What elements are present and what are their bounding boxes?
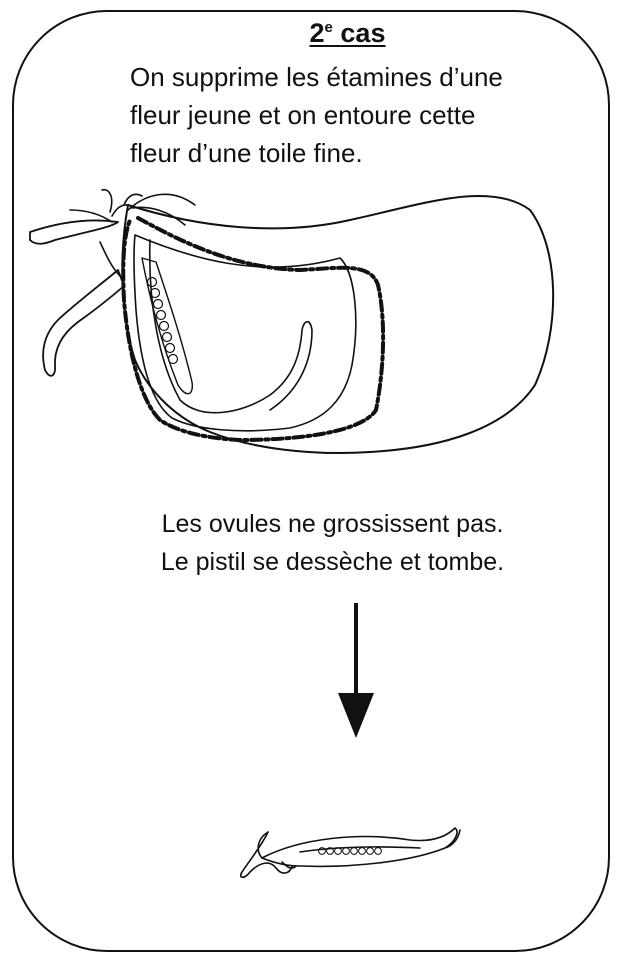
withered-pistil-drawing bbox=[241, 828, 460, 877]
withered-pistil-inner bbox=[300, 847, 420, 852]
sepal-left bbox=[30, 220, 118, 243]
result-line-1: Les ovules ne grossissent pas. bbox=[42, 505, 623, 543]
dashed-enclosure-line bbox=[123, 218, 383, 440]
cloth-bag-outline bbox=[122, 196, 553, 453]
covered-flower-drawing bbox=[30, 190, 553, 453]
result-text: Les ovules ne grossissent pas. Le pistil… bbox=[0, 505, 623, 581]
ovules bbox=[148, 278, 178, 364]
withered-ovules bbox=[319, 848, 382, 855]
result-line-2: Le pistil se dessèche et tombe. bbox=[42, 543, 623, 581]
down-arrow bbox=[338, 603, 374, 738]
sepal-lower bbox=[43, 270, 124, 376]
